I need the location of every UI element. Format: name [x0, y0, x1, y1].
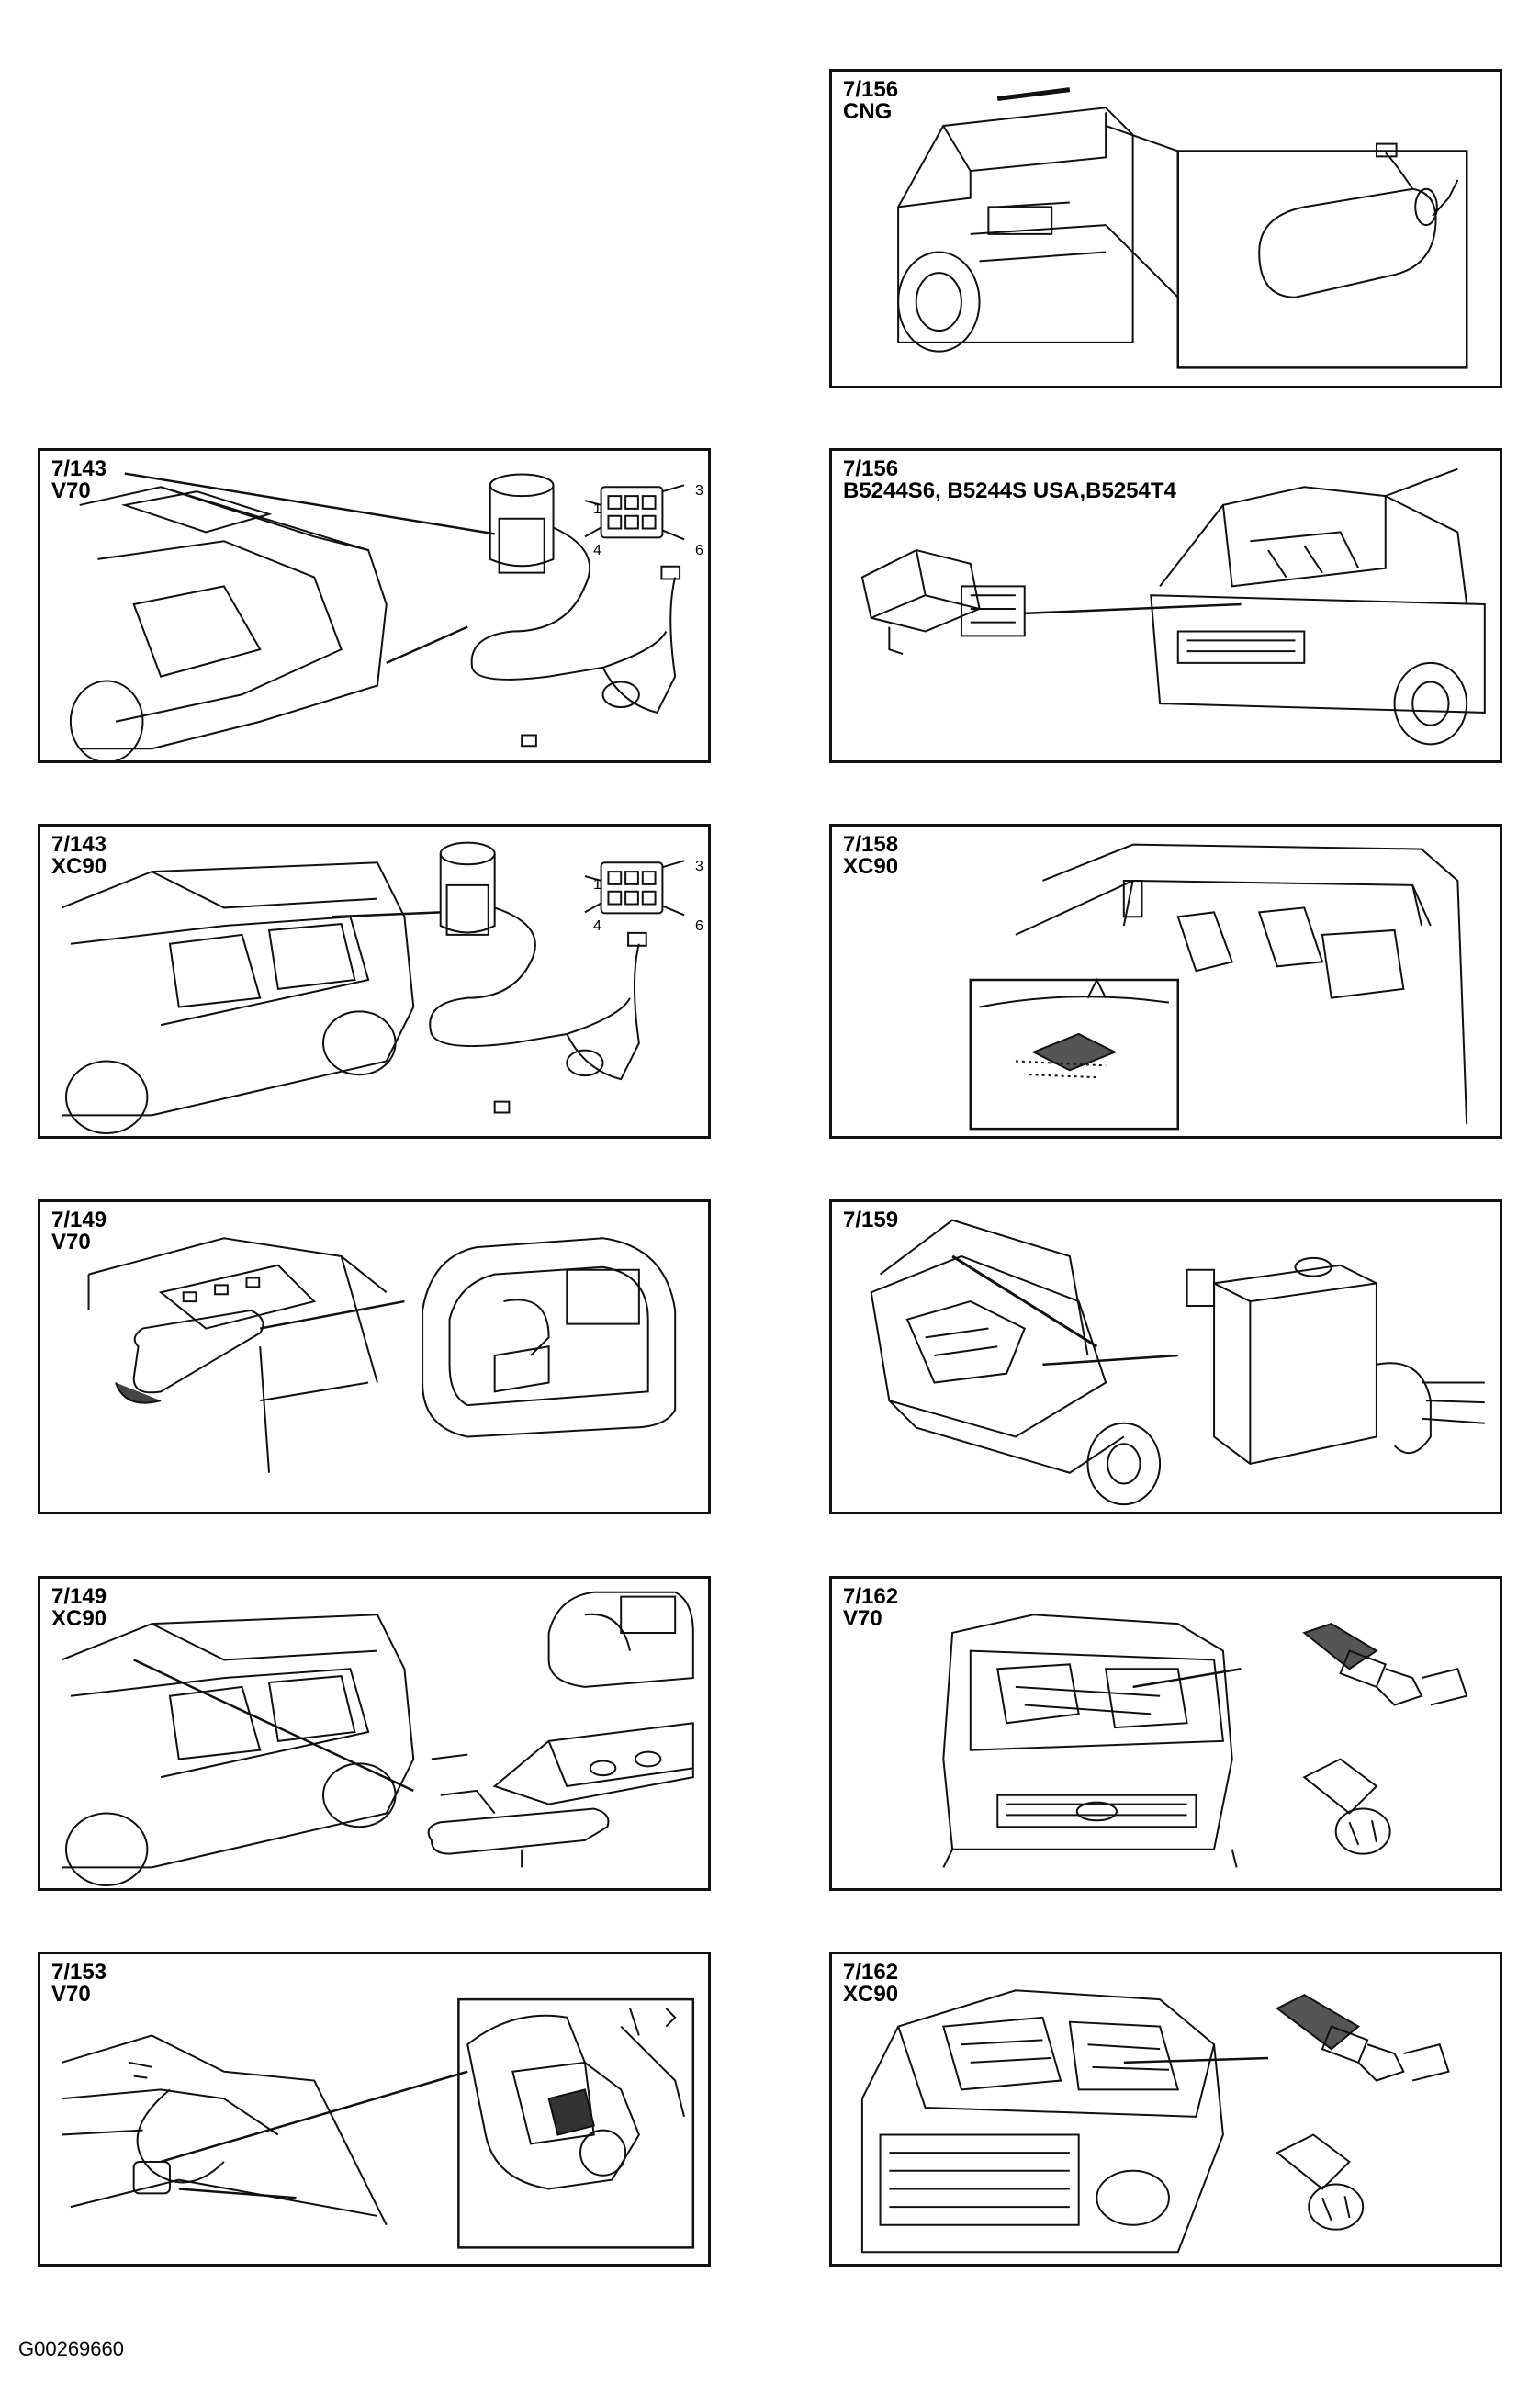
panel-label: 7/149 V70 — [51, 1209, 107, 1254]
panel-code: 7/159 — [843, 1208, 899, 1232]
panel-model: V70 — [51, 478, 91, 503]
panel-7-159: 7/159 — [829, 1199, 1502, 1514]
panel-label: 7/162 V70 — [843, 1586, 898, 1630]
connector-pin-1-label: 1 — [593, 877, 601, 893]
drawing-code: G00269660 — [18, 2337, 124, 2360]
panel-7-156-engines: 7/156 B5244S6, B5244S USA,B5254T4 — [829, 448, 1502, 763]
panel-code: 7/143 — [51, 456, 107, 481]
panel-7-153-v70: 7/153 V70 — [38, 1952, 711, 2267]
map-sensor-diagram — [832, 451, 1500, 760]
mirror-xc90-diagram — [40, 1579, 708, 1888]
panel-model: V70 — [51, 1982, 91, 2007]
panel-7-162-v70: 7/162 V70 — [829, 1576, 1502, 1891]
panel-code: 7/156 — [843, 77, 899, 102]
cng-tank-diagram — [832, 72, 1500, 386]
fuel-pump-xc90-diagram — [40, 827, 708, 1136]
panel-model: CNG — [843, 99, 893, 124]
panel-model: V70 — [843, 1606, 882, 1631]
washer-reservoir-diagram — [832, 1202, 1500, 1512]
panel-label: 7/143 V70 — [51, 458, 107, 502]
panel-label: 7/158 XC90 — [843, 834, 898, 878]
rain-sensor-diagram — [832, 827, 1500, 1136]
panel-label: 7/162 XC90 — [843, 1962, 898, 2006]
panel-code: 7/153 — [51, 1960, 107, 1985]
connector-pin-1-label: 1 — [593, 501, 601, 517]
panel-code: 7/162 — [843, 1584, 899, 1609]
connector-pin-6-label: 6 — [695, 918, 703, 934]
connector-pin-4-label: 4 — [593, 543, 601, 558]
panel-code: 7/143 — [51, 832, 107, 857]
pressure-switch-xc90-diagram — [832, 1954, 1500, 2264]
panel-model: XC90 — [51, 854, 107, 879]
panel-model: XC90 — [51, 1606, 107, 1631]
fuel-pump-v70-diagram — [40, 451, 708, 760]
panel-7-143-v70: 7/143 V70 1 3 4 6 — [38, 448, 711, 763]
panel-7-156-cng: 7/156 CNG — [829, 69, 1502, 388]
panel-code: 7/156 — [843, 456, 899, 481]
panel-code: 7/158 — [843, 832, 899, 857]
panel-7-158-xc90: 7/158 XC90 — [829, 824, 1502, 1139]
mirror-v70-diagram — [40, 1202, 708, 1512]
panel-model: B5244S6, B5244S USA,B5254T4 — [843, 478, 1176, 503]
panel-label: 7/149 XC90 — [51, 1586, 107, 1630]
panel-model: V70 — [51, 1230, 91, 1254]
connector-pin-6-label: 6 — [695, 543, 703, 558]
panel-label: 7/153 V70 — [51, 1962, 107, 2006]
panel-code: 7/162 — [843, 1960, 899, 1985]
panel-7-143-xc90: 7/143 XC90 1 3 4 6 — [38, 824, 711, 1139]
connector-pin-3-label: 3 — [695, 859, 703, 874]
panel-code: 7/149 — [51, 1584, 107, 1609]
connector-pin-4-label: 4 — [593, 918, 601, 934]
panel-code: 7/149 — [51, 1208, 107, 1232]
panel-model: XC90 — [843, 854, 899, 879]
panel-label: 7/143 XC90 — [51, 834, 107, 878]
panel-label: 7/156 B5244S6, B5244S USA,B5254T4 — [843, 458, 1176, 502]
panel-7-162-xc90: 7/162 XC90 — [829, 1952, 1502, 2267]
panel-7-149-xc90: 7/149 XC90 — [38, 1576, 711, 1891]
fuel-filler-diagram — [40, 1954, 708, 2264]
pressure-switch-v70-diagram — [832, 1579, 1500, 1888]
panel-model: XC90 — [843, 1982, 899, 2007]
panel-label: 7/159 — [843, 1209, 898, 1232]
panel-label: 7/156 CNG — [843, 79, 898, 123]
connector-pin-3-label: 3 — [695, 483, 703, 499]
panel-7-149-v70: 7/149 V70 — [38, 1199, 711, 1514]
